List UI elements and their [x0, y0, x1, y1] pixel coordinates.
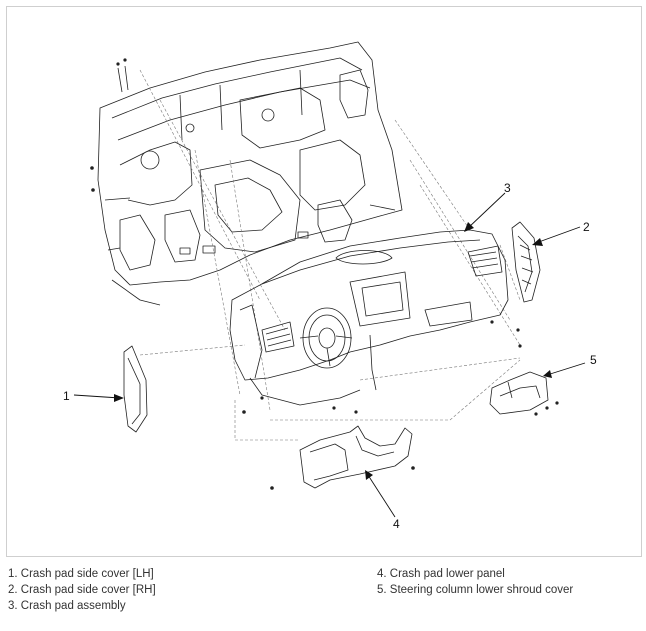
legend-item: 2. Crash pad side cover [RH] — [8, 584, 156, 596]
crash-pad-side-cover-rh — [511, 221, 541, 303]
legend-item: 4. Crash pad lower panel — [377, 568, 505, 580]
crash-pad-lower-panel — [299, 425, 413, 489]
assembly-reference-lines — [139, 69, 521, 441]
legend-item: 5. Steering column lower shroud cover — [377, 584, 574, 596]
diagram-frame — [6, 6, 642, 557]
legend-item: 3. Crash pad assembly — [8, 600, 126, 612]
legend-item: 1. Crash pad side cover [LH] — [8, 568, 154, 580]
callout-1: 1 — [63, 389, 70, 403]
exploded-view-diagram: 1 2 3 4 5 — [63, 41, 597, 531]
callout-4: 4 — [393, 517, 400, 531]
crash-pad-assembly — [229, 229, 509, 406]
legend-right-column: 4. Crash pad lower panel 5. Steering col… — [377, 566, 573, 598]
callout-5: 5 — [590, 353, 597, 367]
steering-column-lower-shroud-cover — [489, 371, 549, 415]
cowl-panel-structure — [97, 41, 403, 306]
callout-2: 2 — [583, 220, 590, 234]
arrowheads — [114, 222, 552, 480]
legend-left-column: 1. Crash pad side cover [LH] 2. Crash pa… — [8, 566, 156, 614]
fasteners — [90, 58, 559, 490]
crash-pad-side-cover-lh — [123, 345, 148, 433]
callout-3: 3 — [504, 181, 511, 195]
leader-lines — [73, 192, 586, 518]
